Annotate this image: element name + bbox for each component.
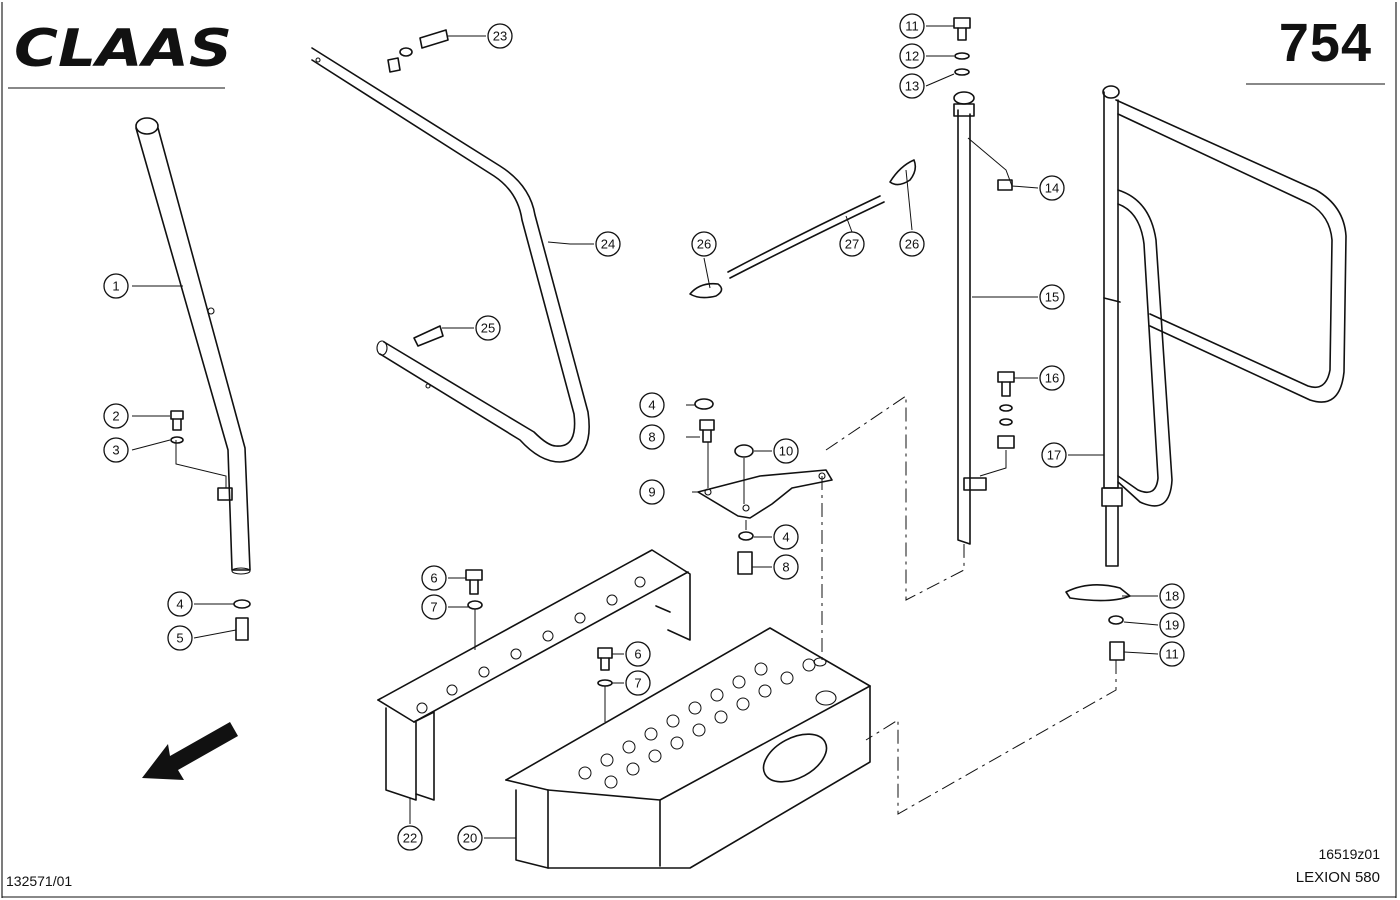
- svg-text:6: 6: [430, 571, 437, 586]
- drawing-id: 16519z01: [1318, 846, 1380, 862]
- svg-text:8: 8: [782, 560, 789, 575]
- callout-24: 24: [595, 231, 621, 257]
- svg-text:22: 22: [403, 831, 417, 846]
- svg-text:8: 8: [648, 430, 655, 445]
- svg-text:5: 5: [176, 631, 183, 646]
- svg-text:11: 11: [905, 19, 919, 34]
- callout-14: 14: [1039, 175, 1065, 201]
- callout-8-plate-bottom: 8: [773, 554, 799, 580]
- hardware-23-25: [387, 29, 449, 347]
- svg-text:6: 6: [634, 647, 641, 662]
- callout-4-plate-top: 4: [639, 392, 665, 418]
- svg-text:17: 17: [1047, 448, 1061, 463]
- svg-text:4: 4: [782, 530, 789, 545]
- svg-text:23: 23: [493, 29, 507, 44]
- callout-11-bottom: 11: [1159, 641, 1185, 667]
- callout-20: 20: [457, 825, 483, 851]
- svg-text:1: 1: [112, 279, 119, 294]
- callout-4: 4: [167, 591, 193, 617]
- direction-arrow-icon: [142, 722, 238, 780]
- svg-text:20: 20: [463, 831, 477, 846]
- callout-7-frame: 7: [421, 594, 447, 620]
- svg-text:26: 26: [905, 237, 919, 252]
- assembly-lines: [745, 395, 1117, 815]
- svg-text:11: 11: [1165, 647, 1179, 662]
- part-24-bent-handle: [311, 47, 590, 463]
- callout-19: 19: [1159, 612, 1185, 638]
- callout-17: 17: [1041, 442, 1067, 468]
- callout-3: 3: [103, 437, 129, 463]
- part-20-step-tread: [505, 627, 871, 869]
- callout-18: 18: [1159, 583, 1185, 609]
- part-17-gate-frame: [1065, 85, 1347, 661]
- callout-7-tread: 7: [625, 670, 651, 696]
- svg-text:24: 24: [601, 237, 615, 252]
- page-number: 754: [1278, 13, 1372, 73]
- svg-text:26: 26: [697, 237, 711, 252]
- svg-text:4: 4: [648, 398, 655, 413]
- svg-text:16: 16: [1045, 371, 1059, 386]
- svg-text:9: 9: [648, 485, 655, 500]
- callout-26-right: 26: [899, 231, 925, 257]
- callout-10: 10: [773, 438, 799, 464]
- callout-12: 12: [899, 43, 925, 69]
- svg-text:14: 14: [1045, 181, 1059, 196]
- svg-text:13: 13: [905, 79, 919, 94]
- callout-2: 2: [103, 403, 129, 429]
- svg-text:18: 18: [1165, 589, 1179, 604]
- part-9-bracket-plate: [694, 398, 833, 575]
- callout-1: 1: [103, 273, 129, 299]
- callout-6-tread: 6: [625, 641, 651, 667]
- callout-16: 16: [1039, 365, 1065, 391]
- callout-6-frame: 6: [421, 565, 447, 591]
- callout-4-plate-bottom: 4: [773, 524, 799, 550]
- callout-27: 27: [839, 231, 865, 257]
- part-27-chain: [689, 159, 917, 299]
- svg-text:27: 27: [845, 237, 859, 252]
- callout-13: 13: [899, 73, 925, 99]
- svg-text:4: 4: [176, 597, 183, 612]
- step-tread-holes: [578, 658, 816, 789]
- callout-5: 5: [167, 625, 193, 651]
- svg-text:3: 3: [112, 443, 119, 458]
- callout-22: 22: [397, 825, 423, 851]
- svg-text:15: 15: [1045, 290, 1059, 305]
- callout-9: 9: [639, 479, 665, 505]
- callout-25: 25: [475, 315, 501, 341]
- callout-15: 15: [1039, 284, 1065, 310]
- svg-text:2: 2: [112, 409, 119, 424]
- part-22-step-frame: [377, 549, 691, 801]
- svg-text:CLAAS: CLAAS: [14, 19, 232, 79]
- claas-logo: CLAAS: [14, 19, 232, 79]
- leader-lines: [131, 25, 1159, 839]
- model-name: LEXION 580: [1295, 869, 1380, 886]
- step-frame-holes: [416, 576, 646, 714]
- svg-text:25: 25: [481, 321, 495, 336]
- part-15-vertical-post: [953, 17, 1015, 545]
- svg-text:10: 10: [779, 444, 793, 459]
- svg-text:12: 12: [905, 49, 919, 64]
- callout-23: 23: [487, 23, 513, 49]
- callout-26-left: 26: [691, 231, 717, 257]
- callout-8-plate-top: 8: [639, 424, 665, 450]
- svg-text:19: 19: [1165, 618, 1179, 633]
- svg-text:7: 7: [634, 676, 641, 691]
- callouts: 1 2 3 4 5 23 24 25 26 27 26 11 12 13 14 …: [103, 13, 1185, 851]
- document-number: 132571/01: [6, 873, 73, 889]
- callout-11-top: 11: [899, 13, 925, 39]
- part-1-handrail-post: [135, 117, 251, 575]
- svg-text:7: 7: [430, 600, 437, 615]
